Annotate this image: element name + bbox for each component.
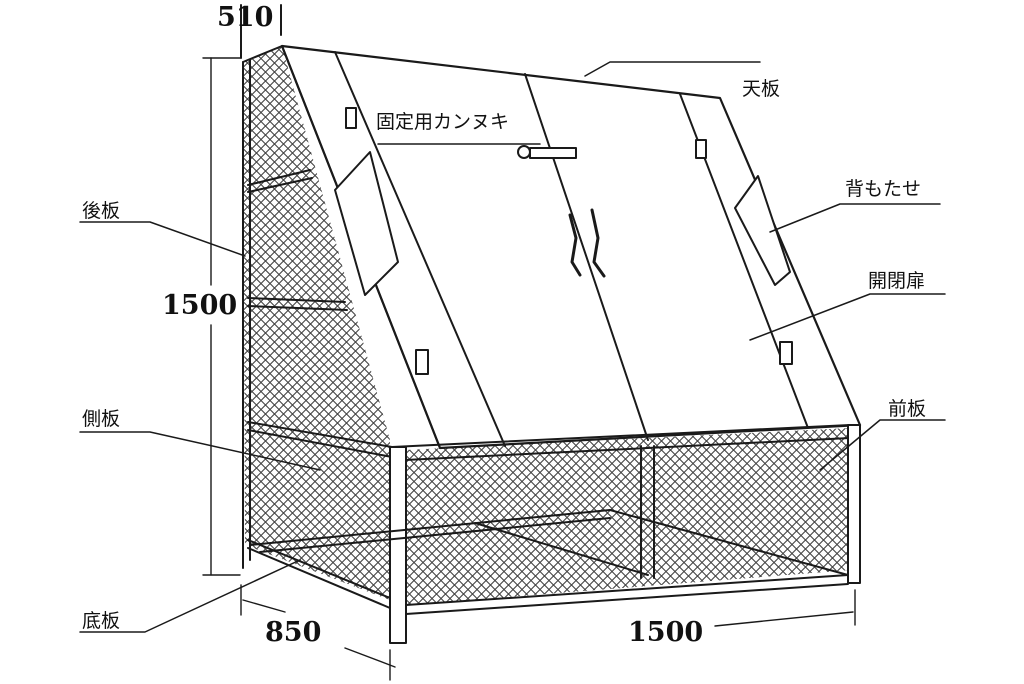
dim-width: 1500 <box>628 617 704 648</box>
label-door: 開閉扉 <box>868 270 926 292</box>
label-bottom-panel: 底板 <box>82 610 121 632</box>
dim-depth: 850 <box>265 617 322 648</box>
label-lock-bolt: 固定用カンヌキ <box>376 111 510 133</box>
label-top-panel: 天板 <box>742 78 781 100</box>
dim-top-depth: 510 <box>217 2 274 33</box>
label-back-panel: 後板 <box>82 200 121 222</box>
dim-height: 1500 <box>162 290 238 321</box>
label-front-panel: 前板 <box>888 398 927 420</box>
label-side-panel: 側板 <box>82 408 121 430</box>
label-backrest: 背もたせ <box>845 178 922 200</box>
